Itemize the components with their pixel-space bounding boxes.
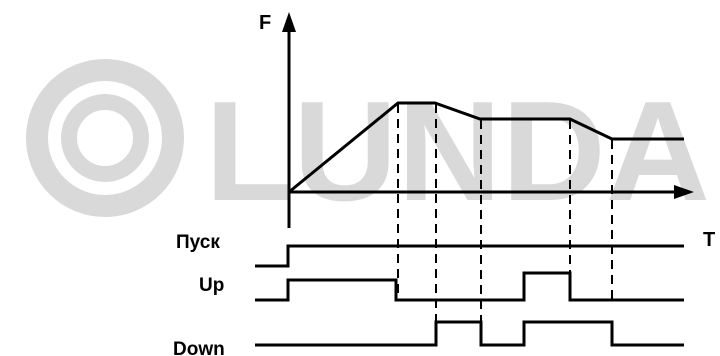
frequency-curve <box>288 101 684 194</box>
x-axis-label: T <box>703 229 715 251</box>
y-axis-label: F <box>259 12 271 34</box>
signal-label-up: Up <box>199 275 224 296</box>
frequency-axes: F T <box>259 12 715 251</box>
x-axis-arrowhead <box>674 185 694 199</box>
signal-label-start: Пуск <box>176 232 220 253</box>
signal-label-down: Down <box>173 339 225 356</box>
watermark-logo-ring-outer <box>26 59 184 217</box>
up-signal-trace <box>255 271 684 302</box>
watermark: LUNDA <box>26 59 710 231</box>
watermark-text: LUNDA <box>205 72 710 231</box>
y-axis-arrowhead <box>282 12 296 32</box>
start-signal-trace <box>255 244 684 268</box>
watermark-logo-ring-inner <box>61 94 149 182</box>
down-signal-trace <box>255 320 684 347</box>
time-markers <box>397 104 613 322</box>
